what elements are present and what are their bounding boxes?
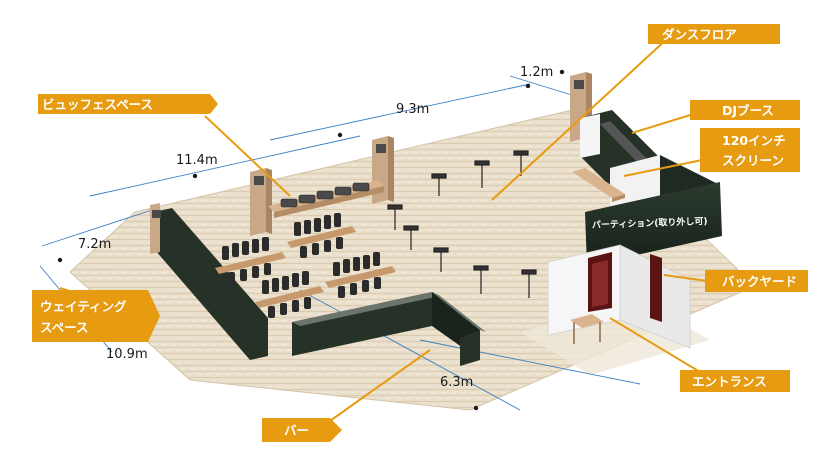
entrance-structure	[547, 244, 691, 349]
dining-tables	[215, 213, 396, 318]
dim-9-3m: 9.3m	[396, 102, 429, 117]
dim-1-2m: 1.2m	[520, 65, 553, 80]
label-screen-line1: 120インチ	[722, 133, 786, 148]
label-entrance-text: エントランス	[692, 374, 767, 389]
label-back-yard: バックヤード	[705, 270, 808, 292]
buffet-table	[268, 180, 384, 218]
label-waiting-line2: スペース	[40, 320, 89, 335]
label-dj-booth-text: DJブース	[722, 103, 774, 118]
dim-10-9m: 10.9m	[106, 347, 148, 362]
label-screen: 120インチ スクリーン	[700, 128, 800, 172]
label-back-yard-text: バックヤード	[722, 274, 797, 289]
pillar-left	[250, 168, 272, 236]
label-screen-line2: スクリーン	[722, 153, 784, 168]
label-waiting-line1: ウェイティング	[40, 299, 127, 314]
label-dance-floor: ダンスフロア	[648, 24, 780, 44]
dim-11-4m: 11.4m	[176, 153, 218, 168]
reception-table	[570, 314, 604, 344]
label-dj-booth: DJブース	[690, 100, 800, 120]
label-entrance: エントランス	[680, 370, 790, 392]
label-buffet-space: ビュッフェスペース	[38, 94, 218, 114]
chairs	[222, 213, 381, 318]
label-waiting-space: ウェイティング スペース	[32, 290, 160, 342]
dim-7-2m: 7.2m	[78, 237, 111, 252]
label-buffet-space-text: ビュッフェスペース	[42, 97, 153, 112]
cocktail-tables	[387, 150, 537, 298]
dimension-lines	[39, 75, 641, 411]
left-wall	[150, 203, 268, 360]
dj-table	[572, 168, 625, 202]
dim-6-3m: 6.3m	[440, 375, 473, 390]
label-dance-floor-text: ダンスフロア	[662, 27, 737, 42]
label-bar: バー	[262, 418, 342, 442]
bar-counter	[292, 292, 486, 366]
leader-lines	[59, 37, 716, 429]
label-bar-text: バー	[284, 423, 309, 438]
